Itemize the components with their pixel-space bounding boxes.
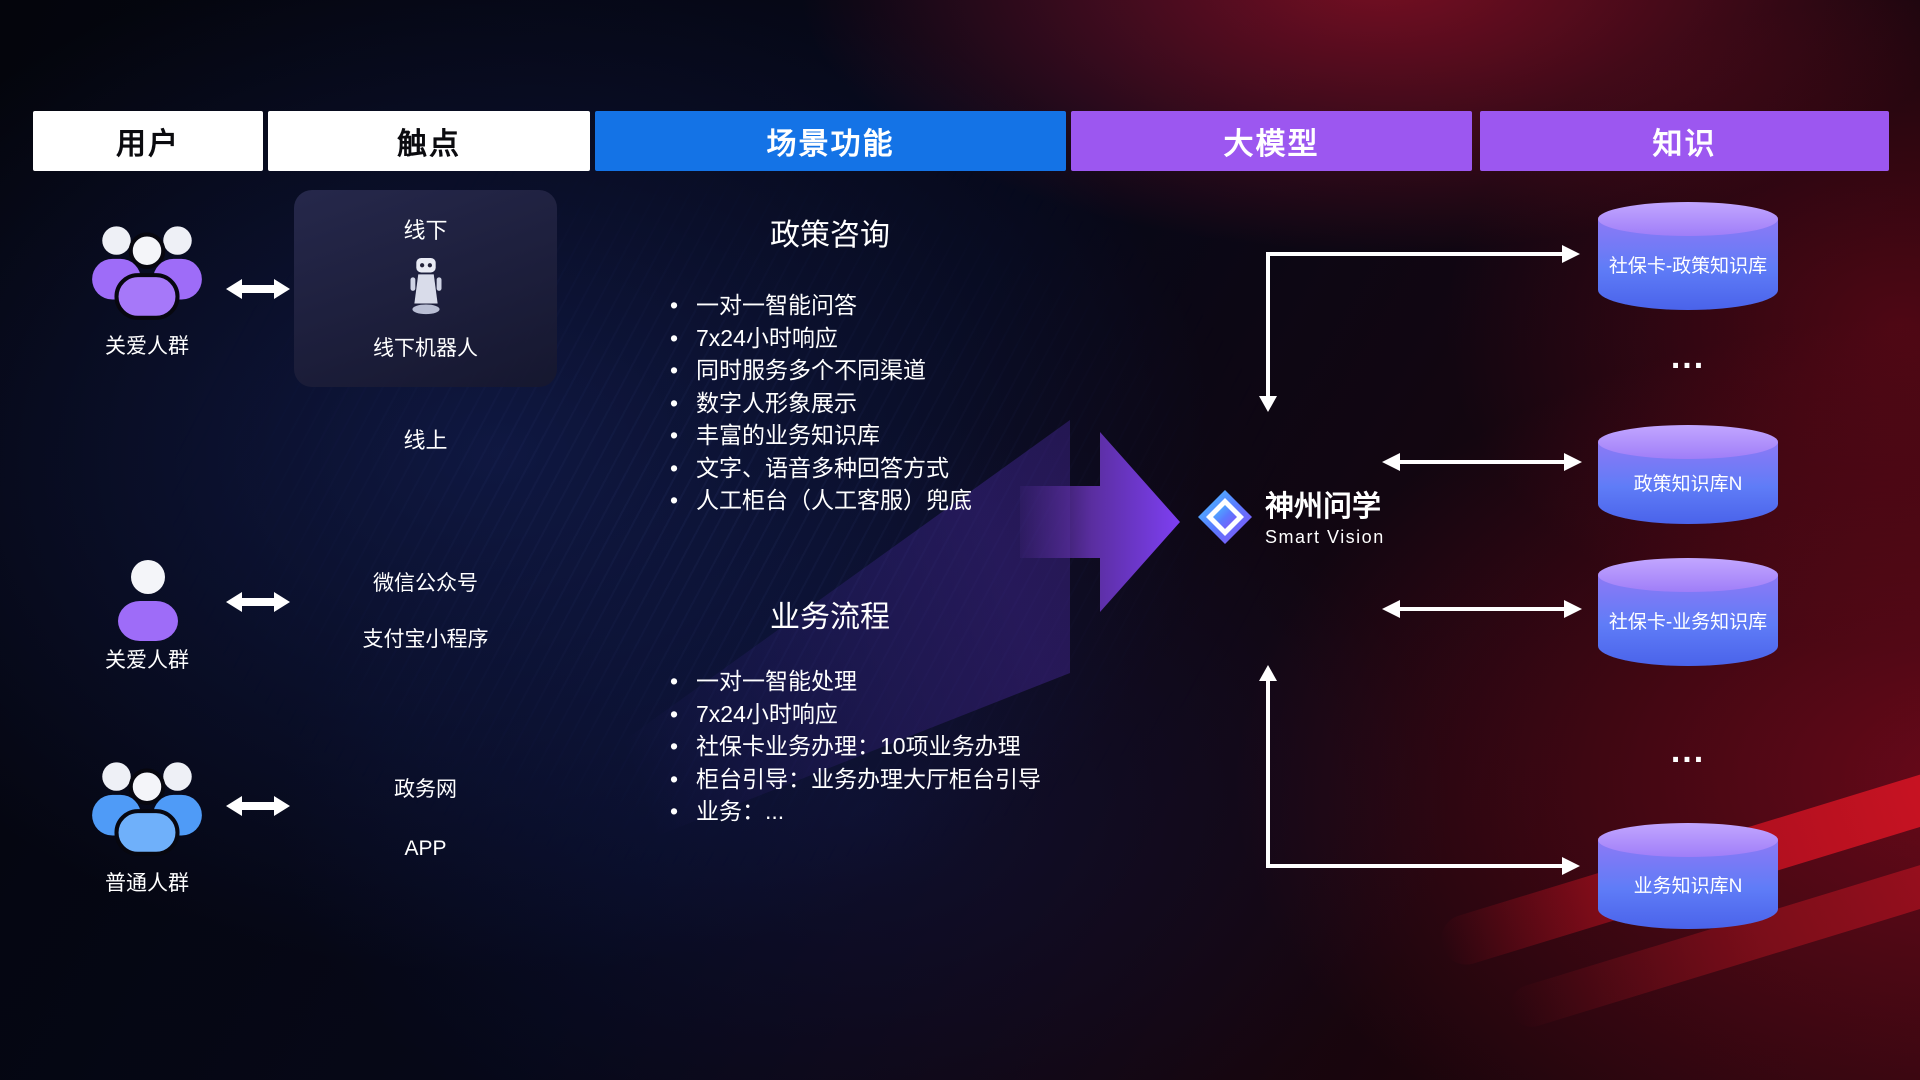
business-item: 业务：... bbox=[670, 795, 1041, 828]
online-title: 线上 bbox=[403, 428, 448, 453]
brand-subtitle: Smart Vision bbox=[1265, 527, 1385, 547]
kb-ellipsis: ... bbox=[1670, 732, 1706, 770]
policy-item: 人工柜台（人工客服）兜底 bbox=[670, 484, 972, 517]
cylinder-top bbox=[1598, 202, 1778, 236]
policy-section-title: 政策咨询 bbox=[770, 219, 890, 252]
user-label-general-group: 普通人群 bbox=[105, 872, 189, 895]
column-header-users: 用户 bbox=[33, 111, 263, 171]
column-header-touchpoints: 触点 bbox=[268, 111, 590, 171]
cylinder-top bbox=[1598, 823, 1778, 857]
business-feature-list: 一对一智能处理 7x24小时响应 社保卡业务办理：10项业务办理 柜台引导：业务… bbox=[670, 665, 1041, 828]
robot-icon bbox=[404, 256, 448, 323]
diamond-logo-icon bbox=[1197, 489, 1253, 550]
connector-business-kb-n bbox=[1259, 665, 1580, 875]
business-item: 7x24小时响应 bbox=[670, 698, 1041, 731]
offline-robot-label: 线下机器人 bbox=[373, 337, 478, 360]
user-group-blue-icon bbox=[86, 750, 208, 861]
brand-name: 神州问学 bbox=[1265, 491, 1382, 523]
kb-label: 社保卡-业务知识库 bbox=[1608, 611, 1768, 633]
channel-wechat: 微信公众号 bbox=[373, 572, 478, 595]
connector-business-kb bbox=[1382, 600, 1582, 618]
policy-item: 一对一智能问答 bbox=[670, 289, 972, 322]
connector-policy-kb-n bbox=[1382, 453, 1582, 471]
kb-label: 社保卡-政策知识库 bbox=[1608, 255, 1768, 277]
offline-title: 线下 bbox=[403, 218, 448, 243]
business-item: 柜台引导：业务办理大厅柜台引导 bbox=[670, 763, 1041, 796]
column-header-model: 大模型 bbox=[1071, 111, 1472, 171]
double-arrow-icon bbox=[226, 277, 290, 306]
policy-item: 7x24小时响应 bbox=[670, 322, 972, 355]
channel-alipay: 支付宝小程序 bbox=[362, 628, 489, 651]
policy-item: 文字、语音多种回答方式 bbox=[670, 452, 972, 485]
business-section-title: 业务流程 bbox=[770, 601, 890, 634]
policy-item: 同时服务多个不同渠道 bbox=[670, 354, 972, 387]
user-person-purple-icon bbox=[112, 551, 184, 648]
kb-ellipsis: ... bbox=[1670, 338, 1706, 376]
user-label-care-group-1: 关爱人群 bbox=[105, 335, 189, 358]
business-item: 社保卡业务办理：10项业务办理 bbox=[670, 730, 1041, 763]
kb-cylinder-sscard-policy: 社保卡-政策知识库 bbox=[1598, 202, 1778, 310]
user-label-care-group-2: 关爱人群 bbox=[105, 649, 189, 672]
double-arrow-icon bbox=[226, 590, 290, 619]
cylinder-top bbox=[1598, 558, 1778, 592]
kb-cylinder-policy-n: 政策知识库N bbox=[1598, 425, 1778, 524]
kb-cylinder-sscard-business: 社保卡-业务知识库 bbox=[1598, 558, 1778, 666]
kb-label: 政策知识库N bbox=[1633, 474, 1743, 496]
column-header-knowledge: 知识 bbox=[1480, 111, 1889, 171]
column-header-scenario: 场景功能 bbox=[595, 111, 1066, 171]
channel-gov-web: 政务网 bbox=[394, 778, 457, 801]
kb-cylinder-business-n: 业务知识库N bbox=[1598, 823, 1778, 929]
channel-app: APP bbox=[404, 837, 447, 860]
cylinder-top bbox=[1598, 425, 1778, 459]
kb-label: 业务知识库N bbox=[1633, 875, 1743, 897]
policy-item: 丰富的业务知识库 bbox=[670, 419, 972, 452]
model-logo: 神州问学 Smart Vision bbox=[1197, 489, 1385, 550]
model-logo-text: 神州问学 Smart Vision bbox=[1265, 489, 1385, 549]
connector-policy-kb-top bbox=[1259, 245, 1580, 412]
user-group-purple-icon bbox=[86, 214, 208, 325]
policy-feature-list: 一对一智能问答 7x24小时响应 同时服务多个不同渠道 数字人形象展示 丰富的业… bbox=[670, 289, 972, 517]
double-arrow-icon bbox=[226, 794, 290, 823]
policy-item: 数字人形象展示 bbox=[670, 387, 972, 420]
business-item: 一对一智能处理 bbox=[670, 665, 1041, 698]
offline-touchpoint-card: 线下 线下机器人 bbox=[294, 190, 557, 387]
